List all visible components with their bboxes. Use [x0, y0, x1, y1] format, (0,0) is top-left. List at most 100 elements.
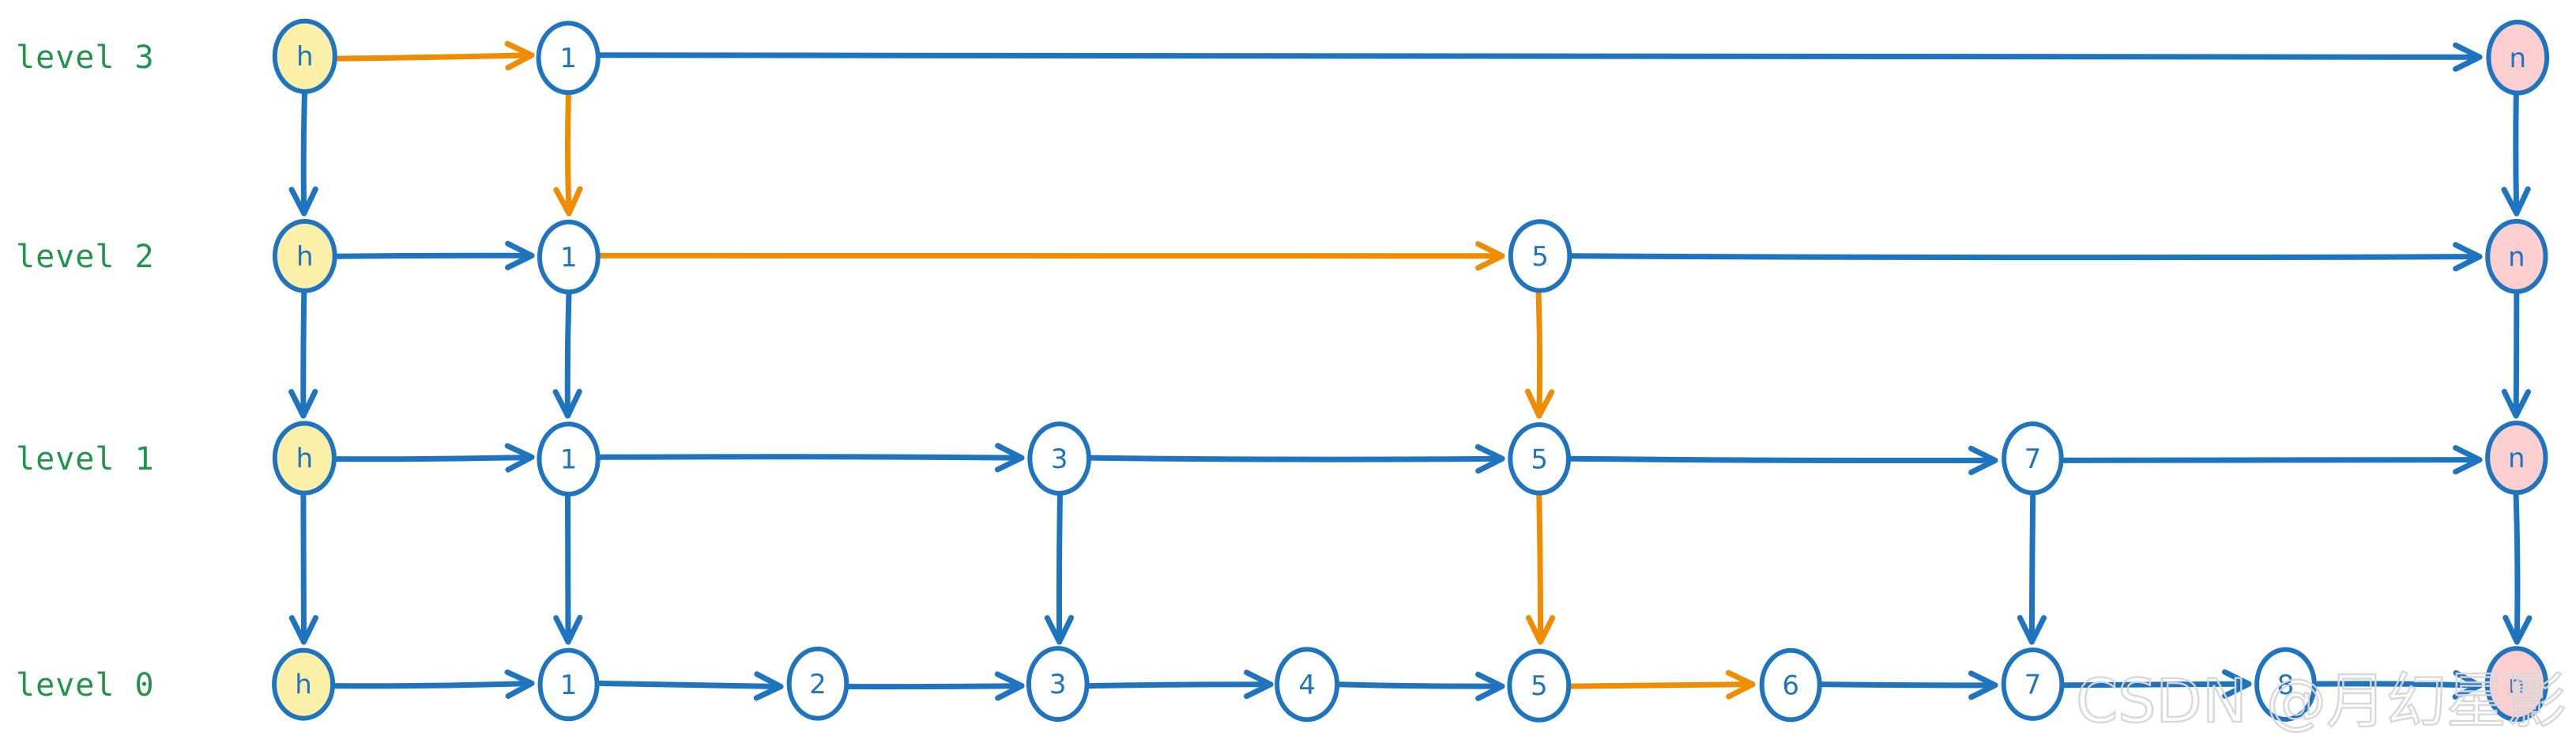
- edge-n-l3-h-to-n-l3-1: [332, 40, 535, 71]
- edge-line: [2060, 681, 2252, 689]
- node-shape: [2484, 646, 2548, 723]
- edge-line: [2513, 90, 2520, 217]
- arrowhead: [1475, 241, 1505, 271]
- node-label: h: [295, 670, 312, 701]
- edge-line: [597, 454, 1025, 461]
- node-n-l0-n[interactable]: n: [2484, 646, 2548, 723]
- edge-n-l1-7-to-n-l1-n: [2060, 445, 2483, 475]
- level-label-0: level 0: [16, 667, 155, 704]
- node-n-l1-5[interactable]: 5: [1508, 422, 1571, 496]
- node-n-l0-8[interactable]: 8: [2254, 647, 2317, 722]
- edge-line: [1567, 455, 1998, 464]
- node-shape: [272, 18, 337, 94]
- edge-n-l0-6-to-n-l0-7: [1817, 670, 1998, 700]
- node-shape: [1275, 647, 1340, 723]
- node-n-l0-6[interactable]: 6: [1759, 647, 1822, 723]
- arrowhead: [1474, 443, 1505, 474]
- arrowhead: [1968, 670, 1998, 700]
- node-label: 5: [1531, 670, 1548, 702]
- node-n-l0-2[interactable]: 2: [786, 646, 849, 721]
- arrowhead: [504, 40, 535, 71]
- arrowhead: [753, 671, 784, 701]
- edge-n-l2-h-to-n-l2-1: [332, 240, 535, 270]
- node-label: 5: [1531, 443, 1548, 475]
- watermark-text: CSDN @月幻星影: [2076, 666, 2567, 736]
- arrowhead: [2452, 242, 2483, 272]
- node-n-l0-3[interactable]: 3: [1026, 646, 1090, 723]
- node-shape: [2002, 421, 2064, 496]
- arrowhead: [288, 186, 318, 217]
- node-shape: [1507, 648, 1572, 723]
- node-n-l0-5[interactable]: 5: [1507, 648, 1572, 723]
- arrowhead: [504, 443, 535, 473]
- edge-line: [1335, 681, 1505, 689]
- edge-line: [1567, 681, 1756, 689]
- edge-n-l0-8-to-n-l0-n: [2314, 670, 2483, 700]
- node-label: 7: [2024, 669, 2042, 700]
- edge-n-l0-7-to-n-l0-8: [2060, 669, 2252, 699]
- node-n-l1-3[interactable]: 3: [1027, 421, 1091, 496]
- edge-line: [2513, 289, 2520, 419]
- node-n-l2-1[interactable]: 1: [537, 219, 601, 295]
- node-shape: [2001, 647, 2065, 721]
- node-label: 6: [1782, 670, 1799, 702]
- node-n-l3-n[interactable]: n: [2486, 19, 2550, 96]
- arrowhead: [2501, 388, 2531, 419]
- node-label: h: [296, 41, 314, 73]
- arrowhead: [2452, 42, 2483, 72]
- edge-line: [2314, 681, 2483, 689]
- arrowhead: [1725, 670, 1756, 700]
- edge-n-l3-h-to-n-l2-h: [288, 90, 318, 217]
- arrowhead: [553, 614, 583, 645]
- node-label: h: [296, 443, 314, 475]
- edge-line: [1536, 492, 1543, 645]
- node-n-l0-1[interactable]: 1: [537, 647, 600, 722]
- node-shape: [537, 219, 601, 295]
- edge-n-l0-h-to-n-l0-1: [332, 669, 535, 699]
- edge-layer: [288, 40, 2533, 701]
- node-label: 3: [1051, 443, 1068, 475]
- node-shape: [1508, 219, 1572, 293]
- arrowhead: [2453, 445, 2483, 475]
- node-n-l0-7[interactable]: 7: [2001, 647, 2065, 721]
- edge-n-l0-4-to-n-l0-5: [1335, 671, 1505, 701]
- node-n-l0-4[interactable]: 4: [1275, 647, 1340, 723]
- edge-line: [597, 680, 784, 689]
- node-n-l2-5[interactable]: 5: [1508, 219, 1572, 293]
- edge-n-l1-1-to-n-l1-3: [597, 443, 1025, 473]
- node-n-l3-1[interactable]: 1: [536, 21, 601, 96]
- node-n-l0-h[interactable]: h: [272, 647, 336, 721]
- node-n-l1-n[interactable]: n: [2485, 421, 2548, 496]
- arrowhead: [1525, 614, 1556, 645]
- node-n-l2-h[interactable]: h: [272, 218, 337, 293]
- node-shape: [786, 646, 849, 721]
- arrowhead: [552, 388, 582, 419]
- arrowhead: [1524, 388, 1555, 419]
- edge-n-l1-3-to-n-l1-5: [1087, 443, 1505, 474]
- node-label: 8: [2277, 670, 2295, 701]
- edge-n-l1-h-to-n-l0-h: [288, 492, 318, 645]
- edge-line: [300, 289, 307, 419]
- node-n-l1-1[interactable]: 1: [537, 421, 601, 496]
- edge-n-l0-1-to-n-l0-2: [597, 671, 784, 701]
- edge-line: [332, 454, 535, 462]
- node-n-l1-7[interactable]: 7: [2002, 421, 2064, 496]
- edge-line: [332, 52, 535, 62]
- node-shape: [2485, 421, 2548, 496]
- edge-line: [1087, 681, 1274, 689]
- edge-line: [1087, 455, 1505, 462]
- node-label: n: [2508, 669, 2525, 700]
- edge-n-l0-3-to-n-l0-4: [1087, 670, 1274, 700]
- edge-n-l3-n-to-n-l2-n: [2501, 90, 2531, 217]
- edge-n-l0-2-to-n-l0-3: [845, 671, 1025, 701]
- node-n-l2-n[interactable]: n: [2485, 218, 2548, 294]
- arrowhead: [1044, 614, 1075, 645]
- node-n-l3-h[interactable]: h: [272, 18, 337, 94]
- edge-line: [564, 90, 572, 217]
- node-label: n: [2508, 241, 2525, 273]
- arrowhead: [994, 671, 1025, 701]
- node-layer: h 1 n h 1 5 n h 1 3 5 7 n h 1 2 3 4 5 6 7 8 n: [272, 18, 2550, 723]
- node-n-l1-h[interactable]: h: [272, 421, 337, 496]
- arrowhead: [1244, 670, 1274, 700]
